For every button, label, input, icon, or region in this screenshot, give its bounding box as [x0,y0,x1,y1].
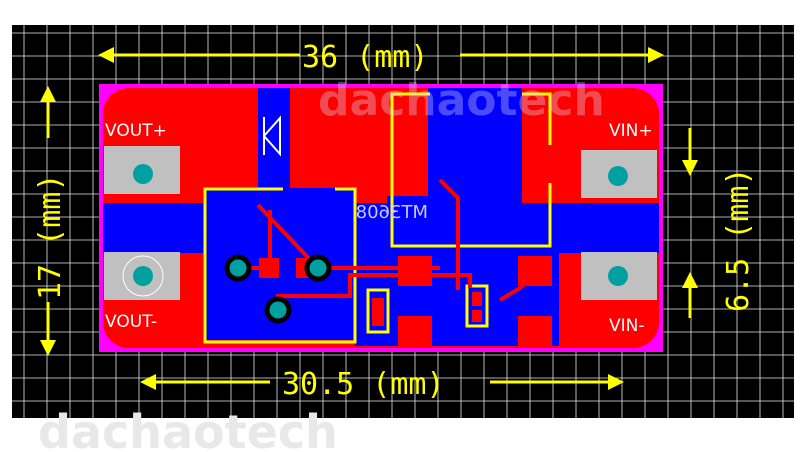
ic-pad-2 [398,316,432,346]
ic-outline [465,284,489,328]
width-bottom-label: 30.5 (mm) [282,367,445,402]
bottom-copper-band [103,203,659,253]
chip-label-group: MT3608 [356,202,428,223]
diode-symbol [262,115,281,157]
resistor-pad [372,298,384,326]
vout-plus-label: VOUT+ [105,121,167,141]
width-top-label: 36 (mm) [302,40,428,75]
inductor-via-1 [224,254,252,282]
cap-pad [541,145,571,183]
component-pads [224,145,571,346]
chip-label: MT3608 [356,202,428,223]
height-left-label: 17 (mm) [33,174,68,300]
bottom-copper-diode-area [258,88,290,196]
inductor-outline [203,187,357,344]
connector-pads [104,146,657,300]
ic-mini-pad-1 [472,292,482,306]
board-watermark: dachaotech [318,75,605,126]
right-spacing-label: 6.5 (mm) [721,168,756,313]
resistor-outline [366,288,390,334]
vin-minus-label: VIN- [609,316,645,336]
trace-3 [438,178,460,290]
via-vout-plus [133,164,153,184]
silkscreen [203,92,552,344]
dimension-markers [40,47,698,390]
via-ring [122,255,164,297]
ic-pad-3 [518,256,552,286]
footer-watermark: dachaotech [38,405,338,452]
via-vin-plus [608,166,628,186]
inductor-via-3 [264,296,292,324]
vin-plus-label: VIN+ [609,121,653,141]
capacitor-outline [390,92,552,248]
ic-pad-4 [518,316,552,346]
bottom-copper-connect [387,196,451,252]
via-vin-minus [608,266,628,286]
inductor-via-2 [304,254,332,282]
inductor-pad-a [259,258,279,278]
ic-mini-pad-2 [472,310,482,322]
via-vout-minus [133,266,153,286]
vout-minus-label: VOUT- [105,312,157,332]
ic-pad-1 [398,256,432,286]
